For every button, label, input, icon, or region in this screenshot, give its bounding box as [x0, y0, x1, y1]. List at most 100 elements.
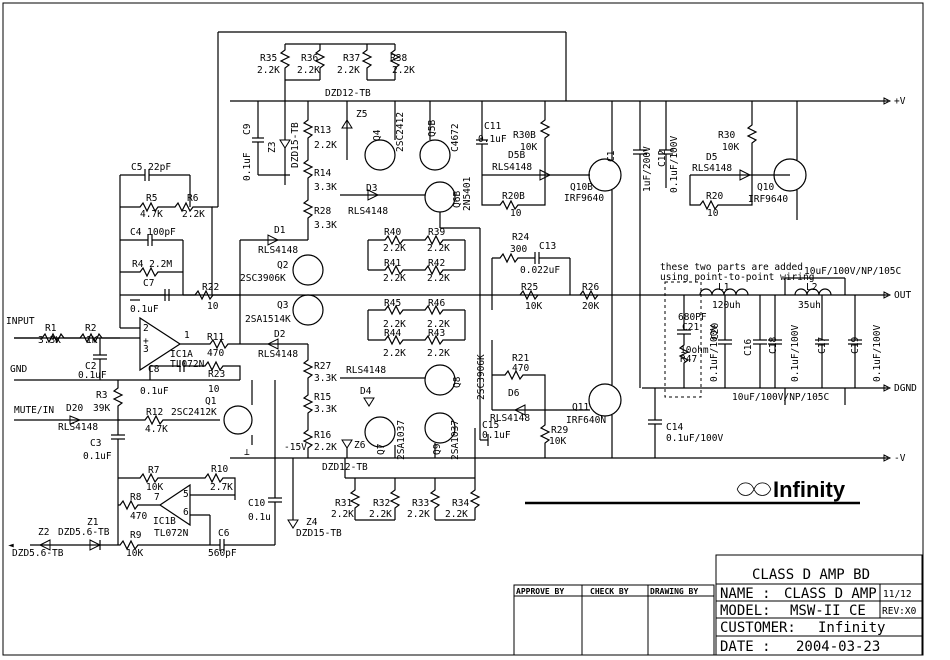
label-r6: R6: [187, 193, 199, 204]
label-r12: R12: [146, 407, 163, 418]
label-r27: R27: [314, 361, 331, 372]
net-mute: MUTE/IN: [14, 405, 54, 416]
label-l2: L2: [806, 282, 817, 293]
value-d1: RLS4148: [258, 245, 298, 256]
value-q2: 2SC3906K: [240, 273, 286, 284]
value-c2: 0.1uF: [78, 370, 107, 381]
value-r6: 2.2K: [182, 209, 205, 220]
label-r22: R22: [202, 282, 219, 293]
model-value: MSW-II CE: [790, 603, 866, 619]
infinity-logo: Infinity: [525, 477, 860, 505]
customer-value: Infinity: [818, 620, 885, 636]
label-r9: R9: [130, 530, 142, 541]
value-c19: 0.1uF/100V: [872, 325, 883, 382]
transistor-q7: [364, 416, 396, 448]
transistor-q5b: [419, 139, 451, 171]
label-z4: Z4: [306, 517, 318, 528]
label-z5: Z5: [356, 109, 367, 120]
value-r7: 10K: [146, 482, 163, 493]
label-ic1b: IC1B: [153, 516, 176, 527]
label-r39: R39: [428, 227, 445, 238]
value-r40: 2.2K: [383, 243, 406, 254]
value-c10: 0.1u: [248, 512, 271, 523]
label-r33: R33: [412, 498, 429, 509]
value-d20: RLS4148: [58, 422, 98, 433]
label-r37: R37: [343, 53, 360, 64]
input-stage: R1 3.3K R2 1K C2 0.1uF 23 1 + IC1A TL072…: [14, 31, 567, 545]
label-d6: D6: [508, 388, 520, 399]
net-labels: INPUT GND MUTE/IN +V -V OUT DGND -15V: [6, 96, 917, 464]
value-r33: 2.2K: [407, 509, 430, 520]
label-c8: C8: [148, 364, 160, 375]
label-c6: C6: [218, 528, 230, 539]
label-r36: R36: [301, 53, 318, 64]
label-r20b: R20B: [502, 191, 525, 202]
label-z2: Z2: [38, 527, 49, 538]
label-c4672: C4672: [450, 123, 461, 152]
transistor-q8: [424, 364, 456, 396]
label-r13: R13: [314, 125, 331, 136]
label-c10: C10: [248, 498, 265, 509]
value-r30: 10K: [722, 142, 739, 153]
name-label: NAME :: [720, 586, 771, 602]
label-c14: C14: [666, 422, 683, 433]
value-r47: 10ohm: [680, 345, 709, 356]
label-q6b: Q6B: [452, 191, 463, 208]
svg-text:3: 3: [143, 344, 149, 355]
value-r42: 2.2K: [427, 273, 450, 284]
label-d5b: D5B: [508, 150, 525, 161]
label-q7: Q7: [376, 444, 387, 455]
label-c13: C13: [539, 241, 556, 252]
value-r32: 2.2K: [369, 509, 392, 520]
label-cap-np-bottom: 10uF/100V/NP/105C: [732, 392, 829, 403]
arrow-icon: [883, 97, 892, 105]
value-l2: 35uh: [798, 300, 821, 311]
transistor-q3: [292, 294, 324, 326]
value-q10b: IRF9640: [564, 193, 604, 204]
value-r3: 39K: [93, 403, 110, 414]
svg-text:7: 7: [154, 492, 160, 503]
label-r24: R24: [512, 232, 529, 243]
label-c2: C2: [85, 361, 96, 372]
label-d1: D1: [274, 225, 286, 236]
value-c13: 0.022uF: [520, 265, 560, 276]
value-d5b: RLS4148: [492, 162, 532, 173]
label-r3: R3: [96, 390, 107, 401]
transistor-q1: [223, 405, 253, 435]
value-z2: DZD5.6-TB: [12, 548, 64, 559]
label-r14: R14: [314, 168, 331, 179]
value-q1: 2SC2412K: [171, 407, 217, 418]
transistor-q4: [364, 139, 396, 171]
label-q8: Q8: [452, 376, 463, 388]
net-dgnd: DGND: [894, 383, 917, 394]
value-r23: 10: [208, 384, 220, 395]
value-d3: RLS4148: [348, 206, 388, 217]
value-c12: 0.1uF/100V: [669, 136, 680, 193]
value-c9: 0.1uF: [242, 152, 253, 181]
label-r23: R23: [208, 369, 225, 380]
label-cap-np-top: 10uF/100V/NP/105C: [804, 266, 901, 277]
label-q9: Q9: [432, 443, 443, 455]
value-r31: 2.2K: [331, 509, 354, 520]
label-d3: D3: [366, 183, 377, 194]
value-r34: 2.2K: [445, 509, 468, 520]
value-c14: 0.1uF/100V: [666, 433, 723, 444]
mosfet-q10b: [588, 158, 622, 192]
value-q7: 2SA1037: [396, 420, 407, 460]
label-q10: Q10: [757, 182, 774, 193]
comparator-stage: R35 2.2K R36 2.2K R37 2.2K R38 2.2K DZD1…: [239, 43, 415, 545]
mosfet-q11: [588, 383, 622, 417]
resistor-r1-r2: [14, 332, 140, 344]
value-d6: RLS4148: [490, 413, 530, 424]
label-r15: R15: [314, 392, 331, 403]
label-r45: R45: [384, 298, 401, 309]
label-c11: C11: [484, 121, 501, 132]
svg-text:6: 6: [183, 507, 189, 518]
value-r36: 2.2K: [297, 65, 320, 76]
value-r43: 2.2K: [427, 348, 450, 359]
value-r22: 10: [207, 301, 219, 312]
transistor-q6b: [424, 181, 456, 213]
label-r38: R38: [390, 53, 407, 64]
arrow-icon: [883, 291, 892, 299]
value-l1: 120uh: [712, 300, 741, 311]
